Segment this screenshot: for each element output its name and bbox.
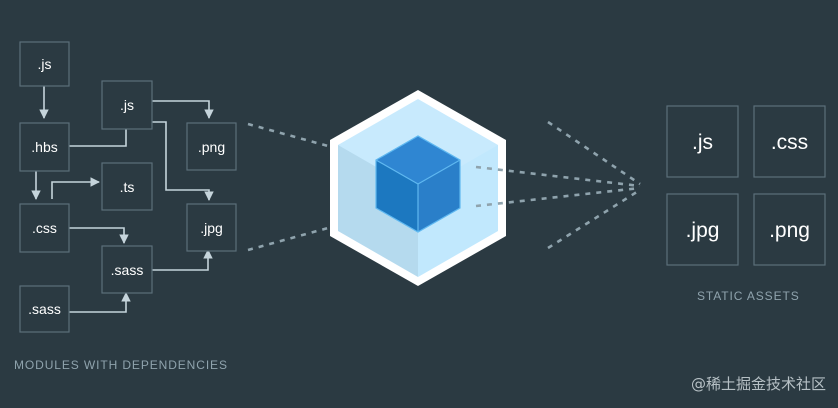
asset-png: .png: [753, 193, 826, 266]
output-dashed-lines: [475, 120, 641, 250]
input-dashed-lines: [247, 122, 329, 252]
svg-text:.js: .js: [38, 56, 52, 72]
svg-text:.css: .css: [32, 220, 57, 236]
svg-text:.js: .js: [692, 131, 713, 154]
arrow-sass-to-sass: [69, 292, 131, 313]
modules-caption: MODULES WITH DEPENDENCIES: [14, 358, 228, 372]
module-css: .css: [19, 203, 70, 253]
module-png: .png: [186, 122, 237, 171]
dependency-arrows: [31, 86, 214, 313]
arrow-js-to-png: [152, 100, 214, 119]
module-jpg: .jpg: [186, 203, 237, 252]
module-ts: .ts: [101, 162, 153, 211]
module-hbs: .hbs: [19, 122, 70, 172]
asset-js: .js: [666, 105, 739, 178]
svg-text:.ts: .ts: [120, 179, 135, 195]
static-assets-caption: STATIC ASSETS: [697, 289, 800, 303]
cube-icon: [330, 90, 506, 286]
watermark: @稀土掘金技术社区: [690, 375, 826, 393]
module-js-mid: .js: [101, 80, 153, 130]
svg-text:.css: .css: [771, 131, 808, 154]
svg-text:.hbs: .hbs: [31, 139, 57, 155]
arrow-css-to-ts: [51, 177, 100, 199]
asset-css: .css: [753, 105, 826, 178]
module-sass-mid: .sass: [101, 245, 153, 294]
svg-text:.sass: .sass: [28, 301, 61, 317]
arrow-sass-to-jpg: [152, 249, 213, 271]
svg-text:.sass: .sass: [111, 262, 144, 278]
module-sass-bottom: .sass: [19, 285, 70, 333]
svg-text:.png: .png: [769, 219, 810, 242]
svg-text:.jpg: .jpg: [686, 219, 720, 242]
module-js-top: .js: [19, 41, 70, 87]
svg-text:.js: .js: [120, 97, 134, 113]
asset-jpg: .jpg: [666, 193, 739, 266]
arrow-js-to-jpg: [152, 121, 214, 201]
svg-text:.png: .png: [198, 139, 225, 155]
arrow-css-to-sass: [69, 227, 129, 244]
svg-text:.jpg: .jpg: [200, 220, 223, 236]
